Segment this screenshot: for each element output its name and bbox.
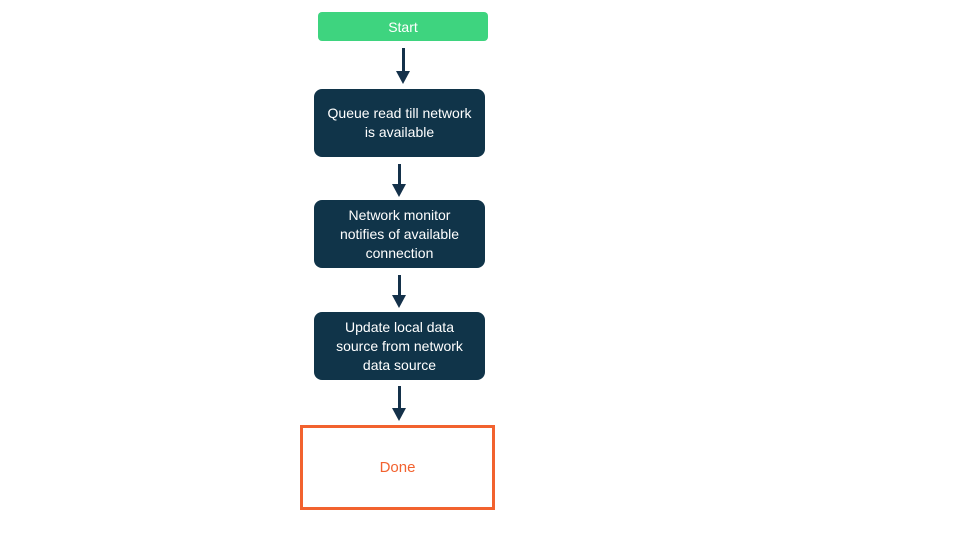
arrow-head [396,71,410,84]
flow-node-done: Done [300,425,495,510]
arrow-head [392,408,406,421]
arrow-shaft [401,48,405,71]
arrow-shaft [397,275,401,295]
flow-node-done-label: Done [379,459,416,476]
flow-node-start: Start [318,12,488,41]
flow-node-update-local-label: Update local data source from network da… [336,318,463,373]
flow-node-start-label: Start [388,18,418,35]
arrow-shaft [397,164,401,184]
arrow-down-icon [392,275,406,308]
arrow-shaft [397,386,401,408]
arrow-down-icon [396,48,410,84]
arrow-down-icon [392,164,406,197]
flow-node-queue-read: Queue read till network is available [314,89,485,157]
arrow-head [392,295,406,308]
flow-node-update-local: Update local data source from network da… [314,312,485,380]
arrow-head [392,184,406,197]
flow-node-queue-read-label: Queue read till network is available [327,105,472,140]
arrow-down-icon [392,386,406,421]
flow-node-network-monitor-label: Network monitor notifies of available co… [339,206,460,261]
flow-node-network-monitor: Network monitor notifies of available co… [314,200,485,268]
